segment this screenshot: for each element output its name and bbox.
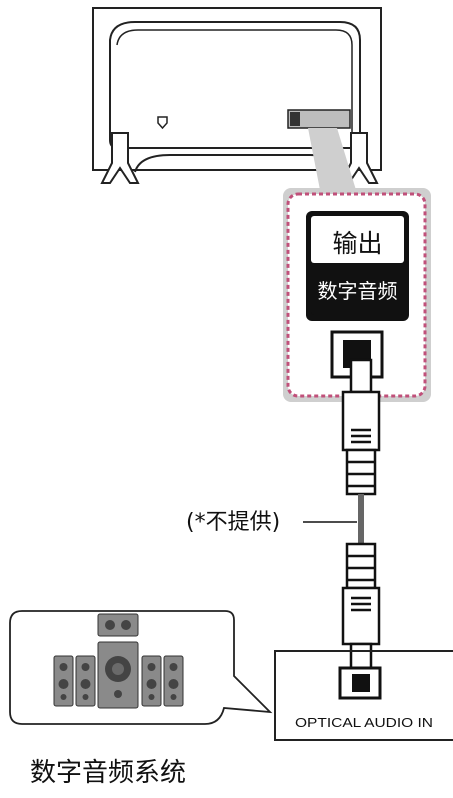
caption-digital-audio-system: 数字音频系统 — [30, 758, 186, 788]
optical-cable — [341, 358, 381, 674]
tv-hook-icon — [157, 116, 168, 130]
speaker-right-pair — [141, 655, 184, 707]
cable-not-supplied-note: (*不提供) — [186, 510, 280, 535]
tv-left-leg — [100, 132, 140, 184]
port-header-digital-audio: 数字音频 — [318, 279, 398, 303]
cable-strand — [358, 494, 364, 544]
speaker-system-callout — [9, 610, 273, 725]
speaker-center-subwoofer — [97, 613, 139, 709]
port-callout: 输出 数字音频 — [283, 128, 431, 402]
optical-audio-in-label: OPTICAL AUDIO IN — [295, 715, 433, 730]
port-header-output: 输出 — [332, 229, 382, 258]
receiver-port-box: OPTICAL AUDIO IN — [274, 650, 453, 741]
speaker-left-pair — [53, 655, 96, 707]
